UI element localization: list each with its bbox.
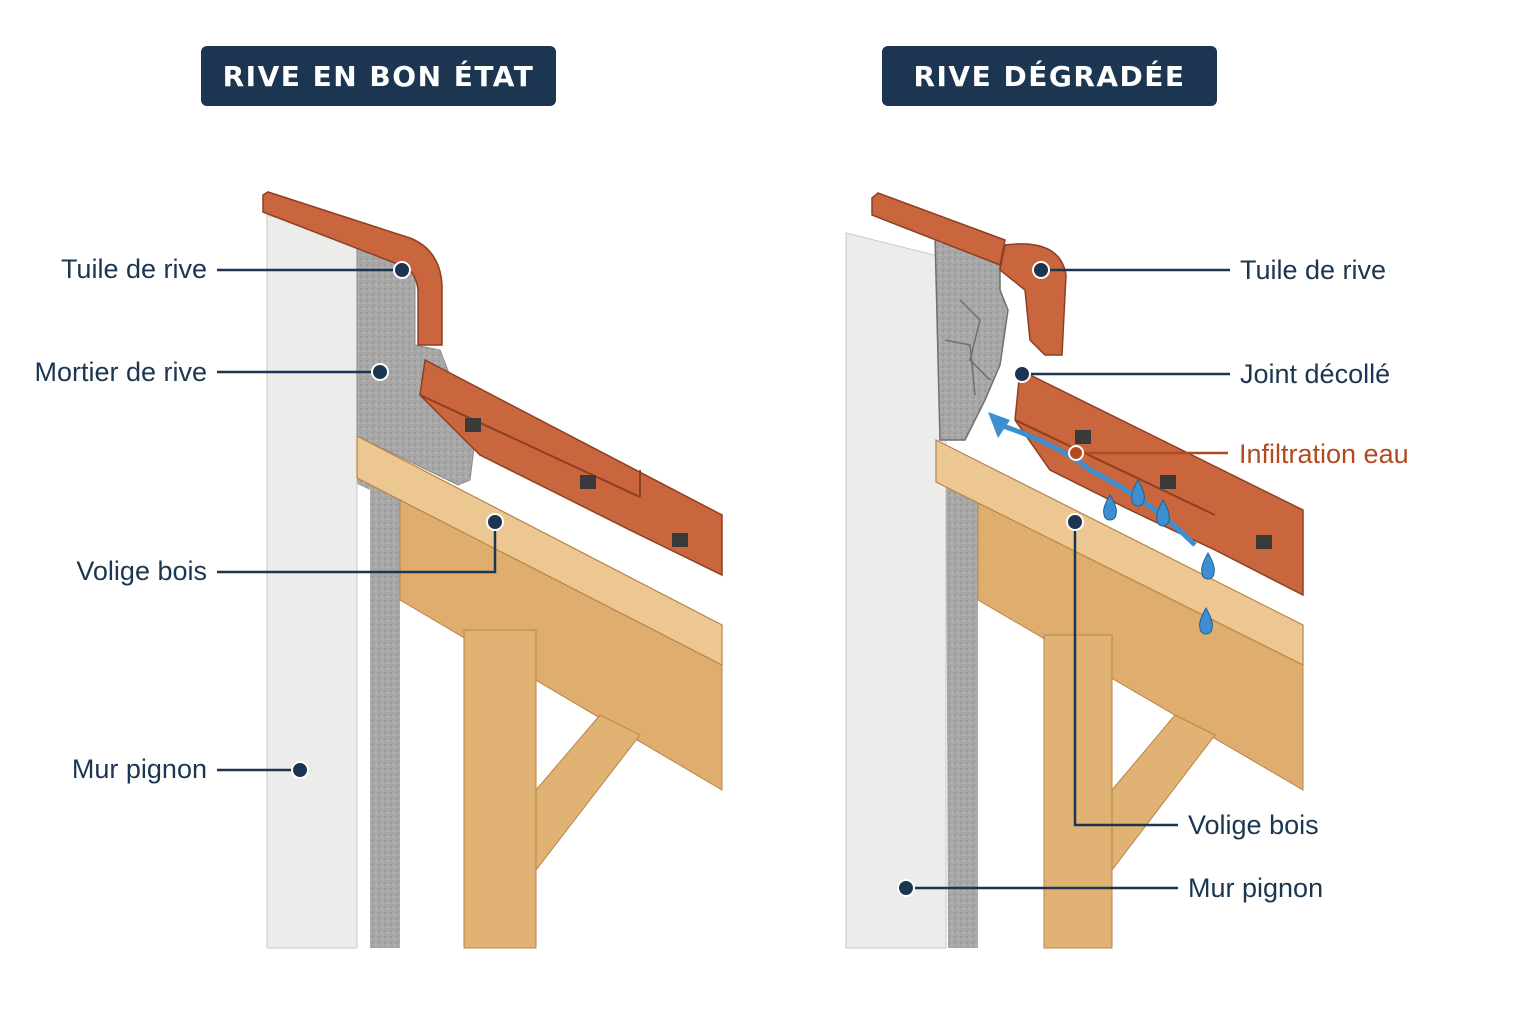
right-label-joint: Joint décollé [1240, 359, 1390, 389]
right-label-volige: Volige bois [1188, 810, 1319, 840]
left-roof-tiles [419, 358, 723, 577]
right-dot-infiltration [1068, 445, 1084, 461]
water-drop [1201, 551, 1215, 580]
left-volige [356, 435, 723, 666]
right-roof-tiles [1014, 368, 1304, 597]
right-dot-volige [1066, 513, 1084, 531]
left-label-volige: Volige bois [76, 556, 207, 586]
left-dot-mur [291, 761, 309, 779]
water-drop [1103, 494, 1117, 521]
left-label-tuile: Tuile de rive [61, 254, 207, 284]
left-brace [535, 714, 641, 872]
right-volige [935, 439, 1304, 666]
right-panel [845, 192, 1304, 949]
left-label-mur: Mur pignon [72, 754, 207, 784]
left-dot-volige [486, 513, 504, 531]
left-post [463, 629, 537, 949]
right-label-infiltration: Infiltration eau [1239, 439, 1409, 469]
right-label-mur: Mur pignon [1188, 873, 1323, 903]
left-wall [266, 214, 358, 949]
right-dot-joint [1013, 365, 1031, 383]
right-dot-tuile [1032, 261, 1050, 279]
right-tuile-top [871, 192, 1006, 267]
left-dot-mortier [371, 363, 389, 381]
right-tuile-de-rive [999, 243, 1067, 356]
right-leaders [906, 268, 1230, 890]
left-label-mortier: Mortier de rive [34, 357, 207, 387]
left-panel [262, 191, 723, 949]
right-post [1043, 634, 1113, 949]
title-rive-degradee: RIVE DÉGRADÉE [882, 46, 1217, 106]
left-dot-tuile [393, 261, 411, 279]
title-rive-bon-etat: RIVE EN BON ÉTAT [201, 46, 556, 106]
right-mortar [934, 234, 1009, 441]
water-drop [1156, 498, 1170, 527]
right-wall-render [946, 470, 978, 948]
water-drop [1199, 606, 1213, 635]
left-wall-render [357, 470, 400, 948]
right-label-tuile: Tuile de rive [1240, 255, 1386, 285]
right-dot-mur [897, 879, 915, 897]
left-leaders [217, 268, 497, 772]
right-brace [1111, 714, 1216, 872]
right-wall [845, 232, 947, 949]
water-drop [1131, 478, 1145, 507]
